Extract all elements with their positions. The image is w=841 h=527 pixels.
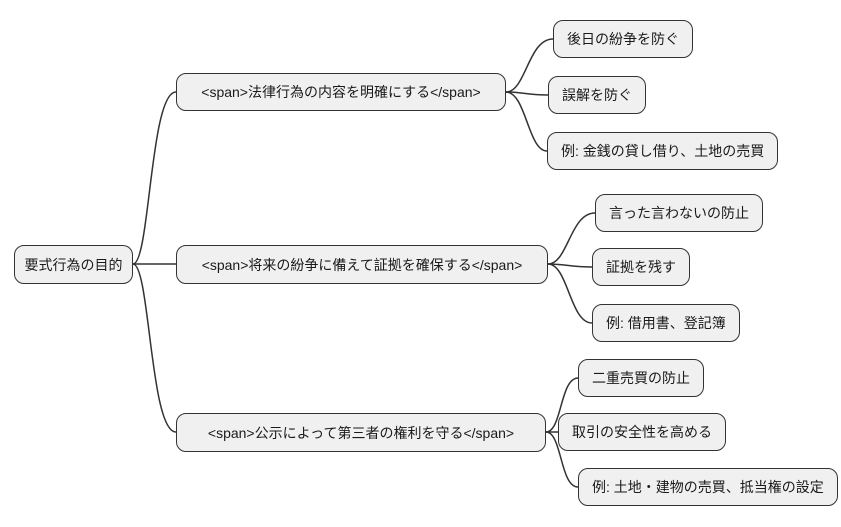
leaf-node-2-1[interactable]: 言った言わないの防止: [595, 194, 763, 232]
edge-root-branch1: [132, 91, 177, 265]
branch-node-1[interactable]: <span>法律行為の内容を明確にする</span>: [176, 73, 506, 111]
branch-node-3[interactable]: <span>公示によって第三者の権利を守る</span>: [176, 413, 546, 452]
root-node[interactable]: 要式行為の目的: [14, 245, 133, 284]
leaf-node-2-2[interactable]: 証拠を残す: [592, 248, 690, 286]
leaf-node-3-3[interactable]: 例: 土地・建物の売買、抵当権の設定: [578, 468, 838, 506]
edge-root-branch3: [132, 263, 177, 433]
leaf-node-1-1[interactable]: 後日の紛争を防ぐ: [553, 20, 693, 58]
edge-branch2-leaf3: [547, 263, 593, 324]
leaf-node-2-3[interactable]: 例: 借用書、登記簿: [592, 304, 740, 342]
edge-branch3-leaf1: [545, 377, 579, 433]
edge-branch1-leaf1: [505, 38, 554, 93]
branch-node-2[interactable]: <span>将来の紛争に備えて証拠を確保する</span>: [176, 245, 548, 284]
leaf-node-1-3[interactable]: 例: 金銭の貸し借り、土地の売買: [547, 132, 779, 170]
edge-branch3-leaf3: [545, 431, 579, 488]
edge-branch1-leaf3: [505, 91, 548, 152]
edge-branch2-leaf1: [547, 212, 596, 265]
leaf-node-1-2[interactable]: 誤解を防ぐ: [548, 76, 646, 114]
leaf-node-3-2[interactable]: 取引の安全性を高める: [558, 413, 726, 451]
leaf-node-3-1[interactable]: 二重売買の防止: [578, 359, 704, 397]
